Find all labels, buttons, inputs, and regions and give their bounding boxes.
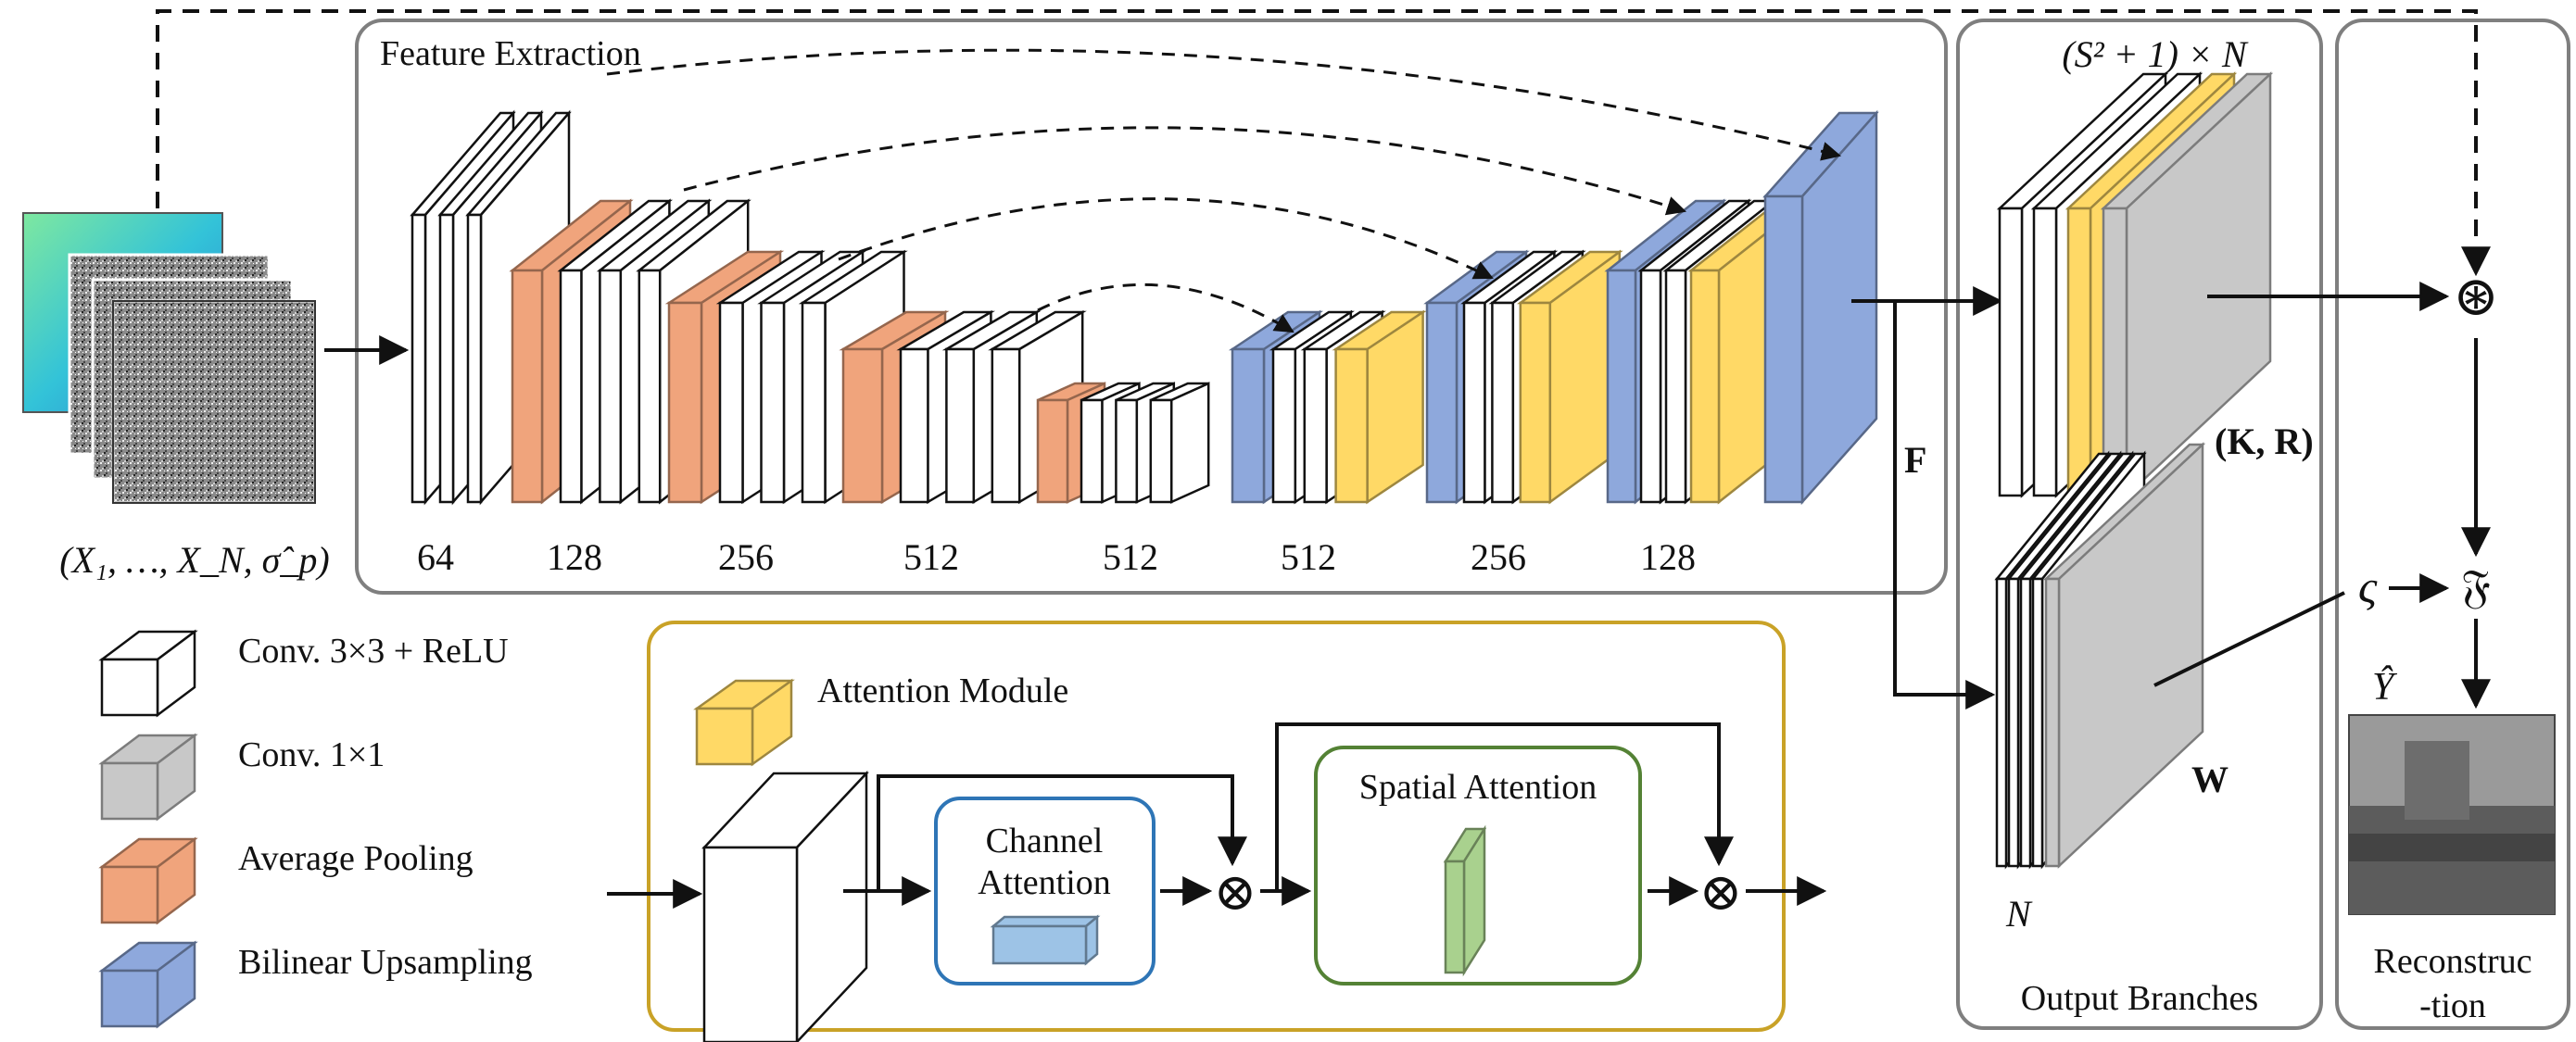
legend-cube-1 <box>98 733 198 822</box>
legend-label-1: Conv. 1×1 <box>238 735 385 774</box>
n-label: N <box>2005 893 2033 935</box>
channel-attention-label-2: Attention <box>978 863 1111 902</box>
reconstruction-title-line1: Reconstruc <box>2374 942 2532 981</box>
channel-label-3: 512 <box>903 536 959 578</box>
channel-label-6: 256 <box>1471 536 1526 578</box>
spatial-attention-box <box>1314 746 1642 986</box>
channel-attention-label-1: Channel <box>986 822 1104 860</box>
feature-extraction-title: Feature Extraction <box>380 34 641 73</box>
unet-block-5-3 <box>1332 309 1427 505</box>
branch-line-down <box>1893 301 1996 709</box>
conv-operator: ⊛ <box>2453 266 2499 327</box>
attention-skip-1 <box>877 774 1247 891</box>
out-top-gray <box>2100 71 2274 498</box>
reconstruction-title-line2: -tion <box>2419 986 2486 1025</box>
input-label: (X₁, …, X_N, σ̂_p) <box>59 539 329 581</box>
channel-label-0: 64 <box>417 536 454 578</box>
legend-cube-0 <box>98 629 198 718</box>
channel-labels: 64 128 256 512 512 512 256 128 <box>417 536 1696 578</box>
skip-connections <box>606 48 1842 333</box>
top-dim-label: (S² + 1) × N <box>2062 33 2249 75</box>
kr-label: (K, R) <box>2215 421 2314 462</box>
attention-module-panel <box>647 621 1786 1032</box>
zeta-symbol: ς <box>2358 560 2378 612</box>
attention-module-legend-cube <box>693 678 795 767</box>
channel-attention-block <box>990 914 1101 966</box>
w-to-zeta-arrow <box>2153 591 2345 687</box>
f-label: F <box>1904 439 1926 481</box>
input-images <box>22 212 317 505</box>
reconstruction-panel <box>2335 19 2570 1030</box>
output-image <box>2348 714 2556 915</box>
legend-cube-2 <box>98 836 198 925</box>
channel-label-7: 128 <box>1640 536 1696 578</box>
attention-module-title: Attention Module <box>817 672 1068 710</box>
spatial-attention-label: Spatial Attention <box>1359 768 1597 807</box>
spatial-cube <box>1443 824 1487 977</box>
channel-attention-box <box>934 797 1155 986</box>
channel-label-5: 512 <box>1281 536 1336 578</box>
unet-final-block <box>1762 109 1879 506</box>
attention-input-feature <box>701 770 869 1042</box>
frak-symbol: 𝔉 <box>2461 560 2491 612</box>
legend-cube-3 <box>98 940 198 1029</box>
attention-skip-2 <box>1275 722 1734 891</box>
mult-operator-2: ⊗ <box>1699 864 1743 922</box>
feature-extraction-panel <box>355 19 1948 595</box>
out-bottom-gray <box>2042 442 2206 869</box>
legend-label-2: Average Pooling <box>238 839 474 878</box>
attention-input-cube <box>701 770 869 1042</box>
output-branches-title: Output Branches <box>2021 979 2258 1018</box>
channel-label-1: 128 <box>547 536 602 578</box>
output-branches-panel <box>1956 19 2323 1030</box>
spatial-attention-block <box>1443 824 1487 977</box>
legend-label-3: Bilinear Upsampling <box>238 943 533 982</box>
w-label: W <box>2191 759 2229 800</box>
output-blocks <box>1994 71 2274 870</box>
attention-cube <box>693 678 795 767</box>
y-hat-label: Ŷ <box>2372 665 2398 709</box>
mult-operator-1: ⊗ <box>1214 864 1257 922</box>
channel-cube <box>990 914 1101 966</box>
top-dashed-skip <box>156 9 2491 277</box>
unet-block-4-3 <box>1149 382 1210 504</box>
channel-label-2: 256 <box>718 536 774 578</box>
channel-label-4: 512 <box>1103 536 1158 578</box>
unet-block-6-3 <box>1516 249 1623 505</box>
unet-blocks <box>410 109 1879 506</box>
legend-label-0: Conv. 3×3 + ReLU <box>238 632 509 671</box>
